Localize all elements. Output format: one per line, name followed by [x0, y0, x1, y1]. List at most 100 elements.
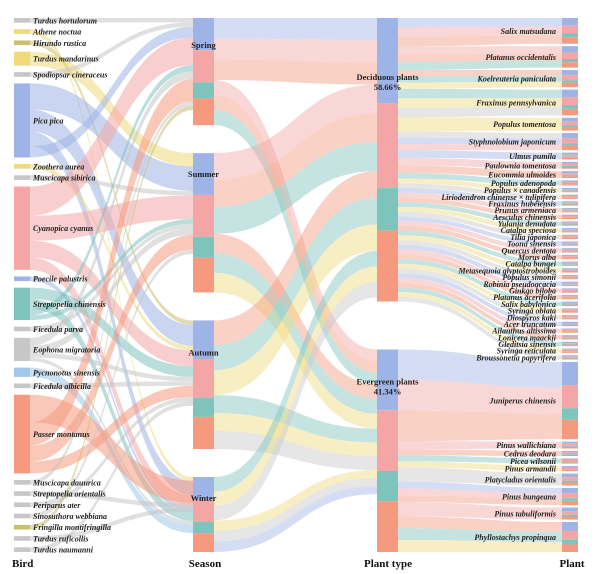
plant-segment-syringa-oblata-1 — [562, 309, 578, 311]
plant-segment-catalpa-speciosa-2 — [562, 230, 578, 232]
plant-segment-pinus-wallichiana-0 — [562, 441, 578, 444]
plant-segment-paulownia-tomentosa-1 — [562, 163, 578, 166]
plant-segment-pinus-wallichiana-2 — [562, 445, 578, 447]
bird-label: Hirundo rustica — [32, 39, 86, 48]
flow-deciduous-plants-to-populus-tomentosa — [398, 117, 562, 132]
plant-type-label: Deciduous plants — [356, 72, 419, 82]
plant-label: Prunus armeniaca — [494, 206, 556, 215]
flow-deciduous-plants-to-syringa-oblata — [398, 263, 562, 313]
plant-segment-ailanthus-altissima-1 — [562, 329, 578, 332]
flow-deciduous-plants-to-catalpa-bungei — [398, 230, 562, 266]
flow-deciduous-plants-to-syringa-reticulata — [398, 292, 562, 353]
flow-summer-to-deciduous-plants — [214, 113, 377, 207]
flow-streptopelia-chinensis-to-spring — [30, 65, 193, 316]
bird-bar-muscicapa-sibirica — [14, 175, 30, 180]
plant-node-ulmus-pumila — [562, 152, 578, 160]
flow-deciduous-plants-to-liriodendron-chinense-tulipifera — [398, 183, 562, 199]
plant-label: Picea wilsonii — [510, 457, 557, 466]
flow-evergreen-plants-to-pinus-bungeana — [398, 488, 562, 500]
plant-segment-cedrus-deodara-1 — [562, 452, 578, 454]
plant-segment-populus-adenopoda-2 — [562, 183, 578, 185]
plant-node-populus-canadensis — [562, 187, 578, 193]
bird-node-streptopelia-chinensis — [14, 287, 30, 321]
flow-winter-to-deciduous-plants — [214, 266, 377, 506]
plant-segment-catalpa-bungei-2 — [562, 264, 578, 265]
flow-muscicapa-dauurica-to-spring — [30, 101, 193, 485]
bird-node-turdus-naumanni — [14, 547, 30, 552]
plant-segment-acer-truncatum-2 — [562, 324, 578, 326]
flow-deciduous-plants-to-populus-simonii — [398, 240, 562, 280]
plant-segment-syringa-reticulata-1 — [562, 349, 578, 352]
plant-label: Ulmus pumila — [509, 152, 556, 161]
plant-segment-ginkgo-biloba-0 — [562, 288, 578, 290]
plant-type-node-deciduous-plants — [377, 18, 398, 302]
bird-label: Pica pica — [33, 116, 63, 125]
bird-label: Ficedula albicilla — [32, 382, 91, 391]
bird-bar-turdus-hortulorum — [14, 18, 30, 23]
plant-node-paulownia-tomentosa — [562, 161, 578, 169]
axis-label-bird: Bird — [12, 558, 33, 570]
plant-node-platanus-occidentalis — [562, 46, 578, 68]
flow-evergreen-plants-to-pinus-armandii — [398, 461, 562, 472]
plant-segment-prunus-armeniaca-3 — [562, 211, 578, 213]
season-segment-spring-1 — [193, 50, 214, 83]
bird-label: Periparus ater — [33, 501, 81, 510]
flow-passer-montanus-to-summer — [30, 234, 193, 462]
flow-passer-montanus-to-winter — [30, 394, 193, 504]
flow-autumn-to-deciduous-plants — [214, 224, 377, 395]
bird-label: Poecile palustris — [33, 275, 87, 284]
plant-type-node-evergreen-plants — [377, 349, 398, 552]
plant-segment-eucommia-ulmoides-3 — [562, 176, 578, 178]
flow-deciduous-plants-to-broussonetia-papyrifera — [398, 296, 562, 360]
plant-label: Fraxinus pennsylvanica — [475, 98, 556, 107]
flow-deciduous-plants-to-acer-truncatum — [398, 273, 562, 327]
flow-spring-to-evergreen-plants — [214, 110, 377, 384]
plant-label: Platanus occidentalis — [486, 53, 556, 62]
plant-segment-fraxinus-pennsylvanica-2 — [562, 105, 578, 109]
season-segment-spring-0 — [193, 18, 214, 51]
bird-bar-pycnonotus-sinensis — [14, 367, 30, 377]
plant-segment-fraxinus-pennsylvanica-0 — [562, 89, 578, 98]
plant-label: Platanus acerifolia — [493, 293, 556, 302]
plant-node-catalpa-bungei — [562, 261, 578, 266]
plant-segment-populus-canadensis-2 — [562, 190, 578, 192]
flow-deciduous-plants-to-populus-canadensis — [398, 178, 562, 193]
plant-segment-liriodendron-chinense-tulipifera-0 — [562, 194, 578, 196]
season-label: Winter — [191, 493, 217, 503]
plant-node-ginkgo-biloba — [562, 288, 578, 293]
bird-bar-sinosuthora-webbiana — [14, 513, 30, 519]
plant-segment-cedrus-deodara-0 — [562, 450, 578, 453]
flow-eophona-migratoria-to-spring — [30, 71, 193, 346]
bird-bar-periparus-ater — [14, 502, 30, 508]
plant-segment-salix-babylonica-3 — [562, 304, 578, 307]
plant-segment-syringa-reticulata-0 — [562, 348, 578, 350]
flow-deciduous-plants-to-lonicera-maackii — [398, 282, 562, 340]
plant-segment-styphnolobium-japonicum-2 — [562, 143, 578, 146]
plant-type-segment-evergreen-plants-3 — [377, 501, 398, 552]
plant-segment-koelreuteria-paniculata-3 — [562, 82, 578, 88]
flow-passer-montanus-to-autumn — [30, 385, 193, 474]
plant-label: Paulownia tomentosa — [485, 161, 556, 170]
flow-spodiopsar-cineraceus-to-spring — [30, 22, 193, 77]
bird-node-streptopelia-orientalis — [14, 491, 30, 496]
flow-turdus-hortulorum-to-spring — [30, 18, 193, 23]
bird-node-pica-pica — [14, 83, 30, 158]
flow-deciduous-plants-to-robinia-pseudoacacia — [398, 244, 562, 286]
plant-type-segment-evergreen-plants-0 — [377, 349, 398, 411]
flow-spring-to-evergreen-plants — [214, 80, 377, 361]
plant-segment-quercus-dentata-3 — [562, 251, 578, 253]
plant-segment-koelreuteria-paniculata-2 — [562, 80, 578, 83]
bird-node-poecile-palustris — [14, 276, 30, 282]
flow-deciduous-plants-to-koelreuteria-paniculata — [398, 75, 562, 83]
flow-summer-to-deciduous-plants — [214, 142, 377, 234]
plant-label: Catalpa speciosa — [501, 226, 556, 235]
plant-segment-diospyros-kaki-0 — [562, 315, 578, 317]
plant-segment-quercus-dentata-1 — [562, 249, 578, 251]
plant-segment-populus-canadensis-3 — [562, 191, 578, 193]
plant-label: Aesculus chinensis — [492, 213, 556, 222]
plant-segment-morus-alba-2 — [562, 257, 578, 259]
flow-winter-to-evergreen-plants — [214, 469, 377, 531]
flow-deciduous-plants-to-styphnolobium-japonicum — [398, 137, 562, 145]
bird-node-periparus-ater — [14, 502, 30, 508]
plant-segment-morus-alba-0 — [562, 254, 578, 257]
